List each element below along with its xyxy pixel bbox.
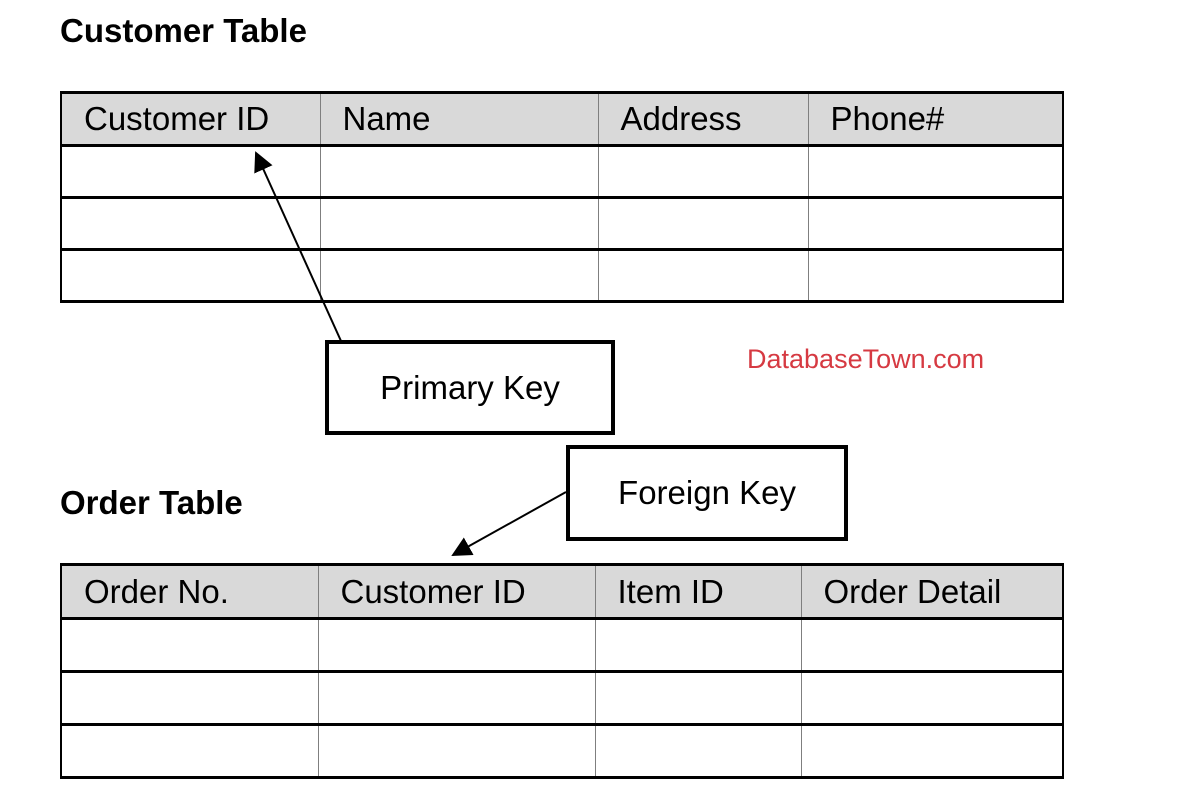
table-row	[60, 670, 1064, 726]
empty-cell	[807, 196, 1064, 251]
empty-cell	[319, 144, 599, 199]
foreign-key-arrow	[451, 491, 567, 556]
customer-col-phone: Phone#	[807, 91, 1064, 147]
empty-cell	[317, 617, 596, 673]
customer-col-address: Address	[597, 91, 809, 147]
customer-table: Customer ID Name Address Phone#	[60, 91, 1064, 303]
empty-cell	[319, 248, 599, 303]
primary-key-box: Primary Key	[325, 340, 615, 435]
empty-cell	[317, 723, 596, 779]
order-col-customer-id: Customer ID	[317, 563, 596, 620]
customer-header-row: Customer ID Name Address Phone#	[60, 91, 1064, 147]
empty-cell	[807, 144, 1064, 199]
empty-cell	[60, 723, 319, 779]
order-table-title: Order Table	[60, 484, 243, 521]
empty-cell	[60, 144, 321, 199]
customer-col-name: Name	[319, 91, 599, 147]
table-row	[60, 196, 1064, 251]
empty-cell	[597, 196, 809, 251]
table-row	[60, 617, 1064, 673]
empty-cell	[60, 196, 321, 251]
empty-cell	[594, 723, 802, 779]
watermark-text: DatabaseTown.com	[747, 344, 985, 374]
table-row	[60, 144, 1064, 199]
foreign-key-label: Foreign Key	[618, 474, 796, 511]
empty-cell	[800, 723, 1064, 779]
empty-cell	[594, 617, 802, 673]
empty-cell	[597, 144, 809, 199]
order-col-order-no: Order No.	[60, 563, 319, 620]
customer-col-customer-id: Customer ID	[60, 91, 321, 147]
empty-cell	[597, 248, 809, 303]
table-row	[60, 723, 1064, 779]
order-table: Order No. Customer ID Item ID Order Deta…	[60, 563, 1064, 779]
primary-key-label: Primary Key	[380, 368, 560, 406]
empty-cell	[800, 670, 1064, 726]
order-col-order-detail: Order Detail	[800, 563, 1064, 620]
customer-table-title: Customer Table	[60, 12, 307, 49]
empty-cell	[594, 670, 802, 726]
empty-cell	[800, 617, 1064, 673]
empty-cell	[60, 248, 321, 303]
empty-cell	[319, 196, 599, 251]
order-col-item-id: Item ID	[594, 563, 802, 620]
foreign-key-box: Foreign Key	[566, 445, 848, 541]
order-header-row: Order No. Customer ID Item ID Order Deta…	[60, 563, 1064, 620]
empty-cell	[60, 617, 319, 673]
table-row	[60, 248, 1064, 303]
empty-cell	[60, 670, 319, 726]
empty-cell	[317, 670, 596, 726]
empty-cell	[807, 248, 1064, 303]
